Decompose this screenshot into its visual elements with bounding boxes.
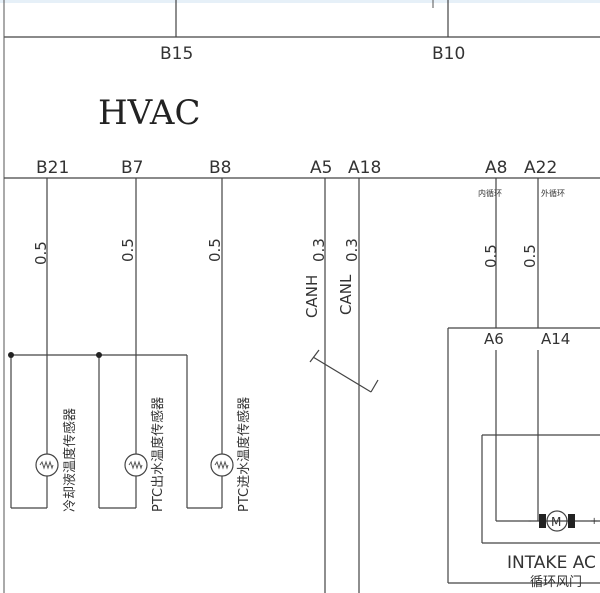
wire-size-a8: 0.5 (482, 244, 500, 268)
thermistor-zigzag (39, 460, 54, 470)
pin-label-a6: A6 (484, 330, 504, 348)
wire-size-a22: 0.5 (521, 244, 539, 268)
pin-label-a8: A8 (485, 158, 507, 178)
pin-label-b8: B8 (209, 158, 231, 178)
wire-size-a18: 0.3 (343, 238, 361, 262)
thermistor-zigzag (214, 460, 229, 470)
scan-tint-band (0, 0, 600, 3)
junction-dot-left (8, 352, 14, 358)
pin-label-a14: A14 (541, 330, 570, 348)
sensor-label-ptc-inlet: PTC进水温度传感器 (236, 397, 252, 512)
motor-letter: M (551, 515, 561, 529)
wire-size-b8: 0.5 (206, 238, 224, 262)
pin-label-b15: B15 (160, 44, 193, 64)
can-label-canl: CANL (337, 274, 355, 315)
can-label-canh: CANH (303, 275, 321, 318)
module-title: HVAC (98, 93, 200, 133)
coolant-temp-sensor: 冷却液温度传感器 (35, 408, 78, 512)
pin-label-a18: A18 (348, 158, 381, 178)
actuator-name: INTAKE AC (507, 553, 596, 573)
motor-plus-label: + (590, 516, 598, 527)
junction-dot-mid (96, 352, 102, 358)
pin-label-a5: A5 (310, 158, 332, 178)
motor-right-pole (568, 514, 575, 528)
ptc-inlet-temp-sensor: PTC进水温度传感器 (210, 397, 252, 512)
pin-label-a22: A22 (524, 158, 557, 178)
pin-label-b7: B7 (121, 158, 143, 178)
intake-door-actuator: A6 A14 M - + INTAKE AC 循环风门 (447, 327, 600, 590)
actuator-name-cn: 循环风门 (530, 575, 582, 590)
wire-size-a5: 0.3 (310, 238, 328, 262)
wire-size-b21: 0.5 (32, 241, 50, 265)
motor-minus-label: - (528, 516, 532, 527)
sensor-label-coolant: 冷却液温度传感器 (62, 408, 78, 512)
pin-label-b21: B21 (36, 158, 69, 178)
ptc-outlet-temp-sensor: PTC出水温度传感器 (124, 397, 166, 512)
sensor-label-ptc-outlet: PTC出水温度传感器 (150, 397, 166, 512)
pin-label-b10: B10 (432, 44, 465, 64)
wire-size-b7: 0.5 (119, 238, 137, 262)
motor-icon (546, 510, 568, 532)
twisted-pair-icon (309, 349, 379, 393)
outer-circulation-label: 外循环 (541, 188, 565, 198)
motor-left-pole (539, 514, 546, 528)
thermistor-zigzag (128, 460, 143, 470)
inner-circulation-label: 内循环 (478, 188, 502, 198)
